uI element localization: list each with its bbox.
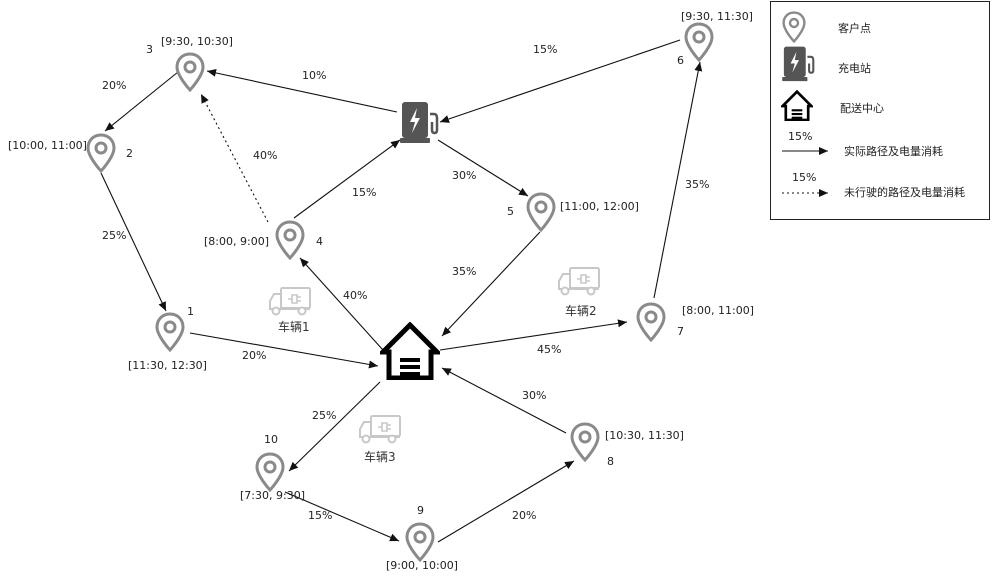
edge-label: 15% <box>533 43 558 56</box>
customer-pin-icon-5[interactable] <box>526 192 556 232</box>
edge-label: 35% <box>685 178 710 191</box>
legend-customer-label: 客户点 <box>838 22 871 35</box>
edge-9-to-8 <box>437 460 575 543</box>
edge-label: 35% <box>452 265 477 278</box>
node-id-10: 10 <box>264 433 278 446</box>
edge-3-to-2 <box>104 71 179 132</box>
edge-8-to-depot <box>441 367 567 434</box>
node-window-2: [10:00, 11:00] <box>8 139 87 152</box>
edge-label: 25% <box>312 409 337 422</box>
edge-label: 25% <box>102 229 127 242</box>
edge-depot-to-4 <box>299 257 384 351</box>
edge-charger-to-3 <box>206 68 398 113</box>
edge-label: 40% <box>343 289 368 302</box>
customer-pin-icon-3[interactable] <box>175 52 205 92</box>
edge-label: 20% <box>242 349 267 362</box>
edge-7-to-6 <box>653 61 703 299</box>
truck-icon <box>269 287 311 316</box>
vehicle-label-3: 车辆3 <box>364 450 396 464</box>
node-id-7: 7 <box>677 325 684 338</box>
node-window-10: [7:30, 9:30] <box>240 489 305 502</box>
edge-depot-to-7 <box>439 319 628 351</box>
node-id-9: 9 <box>417 504 424 517</box>
customer-pin-icon-10[interactable] <box>255 452 285 492</box>
edge-charger-to-5 <box>437 139 529 197</box>
node-id-1: 1 <box>187 305 194 318</box>
legend-box: 客户点 充电站 配送中心 15% 实际路径及电量消耗 15% 未行驶的路径及电量… <box>770 1 990 220</box>
edge-5-to-depot <box>441 231 541 337</box>
edge-2-to-1 <box>100 172 167 312</box>
legend-charger-label: 充电站 <box>838 62 871 75</box>
legend-unused-label: 未行驶的路径及电量消耗 <box>844 186 965 199</box>
edge-label: 15% <box>308 509 333 522</box>
node-id-8: 8 <box>607 455 614 468</box>
node-window-1: [11:30, 12:30] <box>128 359 207 372</box>
legend-depot-label: 配送中心 <box>840 102 884 115</box>
customer-pin-icon-9[interactable] <box>405 522 435 562</box>
node-window-5: [11:00, 12:00] <box>560 200 639 213</box>
node-id-6: 6 <box>677 54 684 67</box>
node-window-7: [8:00, 11:00] <box>682 304 754 317</box>
node-id-3: 3 <box>146 43 153 56</box>
customer-pin-icon-1[interactable] <box>155 312 185 352</box>
edge-label: 10% <box>302 69 327 82</box>
node-window-9: [9:00, 10:00] <box>386 559 458 572</box>
truck-icon <box>359 415 401 444</box>
customer-pin-icon-2[interactable] <box>86 133 116 173</box>
edge-depot-to-10 <box>288 381 381 472</box>
edge-label: 20% <box>512 509 537 522</box>
legend-unused-pct: 15% <box>792 171 817 184</box>
edge-label: 20% <box>102 79 127 92</box>
node-id-2: 2 <box>126 147 133 160</box>
edge-6-to-charger <box>439 39 681 123</box>
node-window-3: [9:30, 10:30] <box>161 35 233 48</box>
truck-icon <box>558 267 600 296</box>
edge-1-to-depot <box>189 332 379 369</box>
node-id-4: 4 <box>316 235 323 248</box>
edge-label: 45% <box>537 343 562 356</box>
node-window-4: [8:00, 9:00] <box>204 235 269 248</box>
legend-actual-pct: 15% <box>788 130 813 143</box>
customer-pin-icon-4[interactable] <box>275 220 305 260</box>
edge-label: 15% <box>352 186 377 199</box>
edge-label: 30% <box>452 169 477 182</box>
node-id-5: 5 <box>507 205 514 218</box>
edge-4-to-charger <box>293 139 401 219</box>
customer-pin-icon-6[interactable] <box>684 22 714 62</box>
node-window-8: [10:30, 11:30] <box>605 429 684 442</box>
vehicle-label-2: 车辆2 <box>565 304 597 318</box>
edge-label: 30% <box>522 389 547 402</box>
edge-10-to-9 <box>284 491 400 542</box>
charging-station-icon[interactable] <box>400 100 439 144</box>
edge-4-to-3-unused <box>200 93 269 223</box>
legend-actual-label: 实际路径及电量消耗 <box>844 145 943 158</box>
node-window-6: [9:30, 11:30] <box>681 10 753 23</box>
vehicle-label-1: 车辆1 <box>278 320 310 334</box>
customer-pin-icon-8[interactable] <box>570 422 600 462</box>
warehouse-icon[interactable] <box>383 325 437 378</box>
edge-label: 40% <box>253 149 278 162</box>
customer-pin-icon-7[interactable] <box>636 302 666 342</box>
